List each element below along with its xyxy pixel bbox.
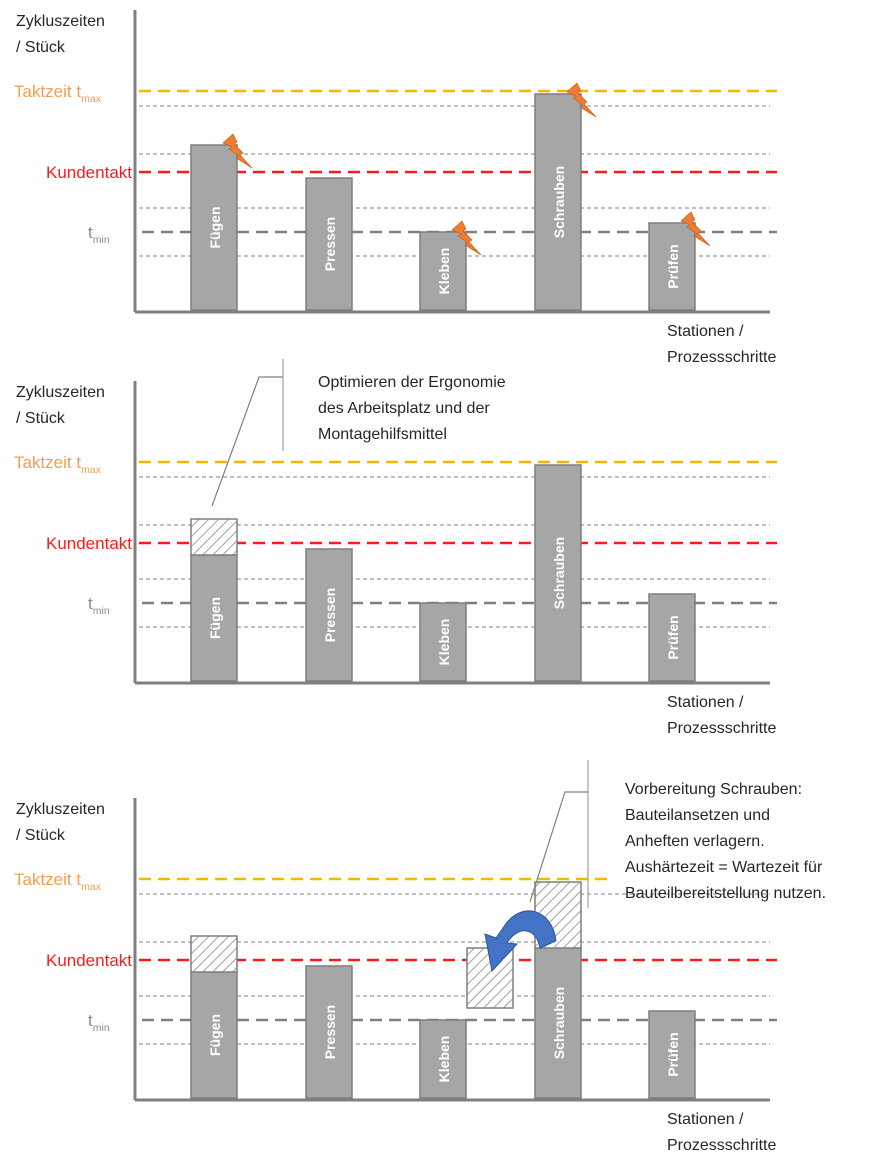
bar-pressen [305,548,353,682]
bar-label: Kleben [436,619,452,666]
y-axis-label: / Stück [16,39,66,56]
bar-label: Fügen [207,597,223,639]
bar-prüfen [648,222,696,311]
x-axis-label: Stationen / [667,1111,744,1128]
tmax-label: Taktzeit tmax [14,453,102,476]
y-axis-label: Zykluszeiten [16,13,105,30]
bar-schrauben [534,93,582,311]
bar-label: Pressen [322,1005,338,1059]
annotation-text: des Arbeitsplatz und der [318,400,490,417]
bar-label: Schrauben [551,987,567,1059]
tmin-label: tmin [88,594,110,617]
removed-time-segment [190,935,238,973]
x-axis-label: Stationen / [667,323,744,340]
tmax-label: Taktzeit tmax [14,870,102,893]
annotation-leader [211,376,283,507]
bar-prüfen [648,593,696,682]
bar-fügen [190,554,238,682]
y-axis-label: Zykluszeiten [16,801,105,818]
tmax-label: Taktzeit tmax [14,82,102,105]
x-axis-label: Prozessschritte [667,1137,776,1154]
bar-label: Fügen [207,1014,223,1056]
tmin-label: tmin [88,223,110,246]
bar-prüfen [648,1010,696,1099]
bar-label: Fügen [207,207,223,249]
annotation-text: Anheften verlagern. [625,833,765,850]
bar-label: Schrauben [551,166,567,238]
y-axis-label: / Stück [16,827,66,844]
annotation-text: Bauteilansetzen und [625,807,770,824]
bar-label: Prüfen [665,244,681,288]
y-axis-label: Zykluszeiten [16,384,105,401]
shift-arrow-icon [484,910,557,973]
bar-label: Pressen [322,217,338,271]
x-axis-label: Prozessschritte [667,720,776,737]
bar-kleben [419,231,467,311]
annotation-leader [529,791,588,903]
kundentakt-label: Kundentakt [46,534,132,553]
bar-schrauben [534,464,582,682]
bar-label: Pressen [322,588,338,642]
annotation-text: Montagehilfsmittel [318,426,447,443]
x-axis-label: Stationen / [667,694,744,711]
y-axis-label: / Stück [16,410,66,427]
kundentakt-label: Kundentakt [46,951,132,970]
bar-label: Kleben [436,1036,452,1083]
bar-kleben [419,602,467,682]
lightning-icon [680,211,711,247]
bar-fügen [190,971,238,1099]
bar-label: Kleben [436,248,452,295]
lightning-icon [451,220,482,256]
bar-label: Schrauben [551,537,567,609]
tmin-label: tmin [88,1011,110,1034]
bar-label: Prüfen [665,1032,681,1076]
bar-kleben [419,1019,467,1099]
bar-label: Prüfen [665,615,681,659]
bar-pressen [305,965,353,1099]
bar-fügen [190,144,238,311]
lightning-icon [222,133,253,169]
x-axis-label: Prozessschritte [667,349,776,366]
annotation-text: Vorbereitung Schrauben: [625,781,802,798]
bar-schrauben [534,947,582,1099]
removed-time-segment [190,518,238,556]
annotation-text: Aushärtezeit = Wartezeit für [625,859,823,876]
lightning-icon [566,82,597,118]
kundentakt-label: Kundentakt [46,163,132,182]
annotation-text: Bauteilbereitstellung nutzen. [625,885,826,902]
bar-pressen [305,177,353,311]
annotation-text: Optimieren der Ergonomie [318,374,506,391]
